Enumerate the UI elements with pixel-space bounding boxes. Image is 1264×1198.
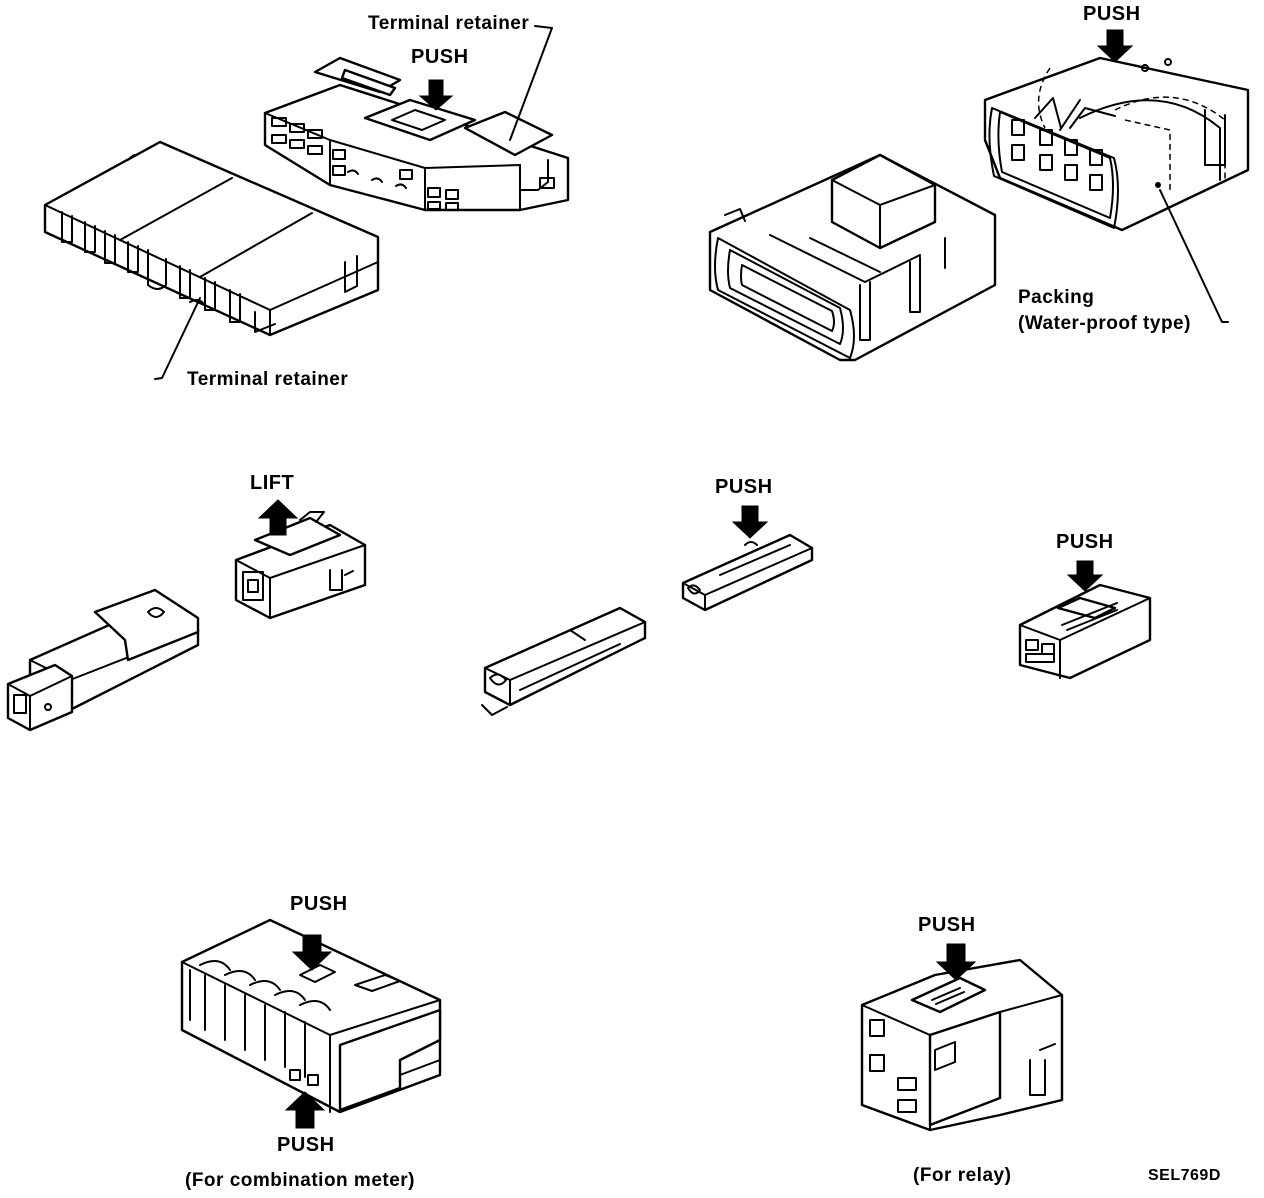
terminal-retainer-top-label: Terminal retainer xyxy=(368,13,530,34)
two-way-connector-drawing xyxy=(1018,583,1152,680)
lift-label: LIFT xyxy=(250,472,295,494)
figure-code: SEL769D xyxy=(1148,1167,1221,1184)
triple-block-connector-drawing xyxy=(263,56,570,212)
relay-connector-drawing xyxy=(860,958,1064,1132)
for-relay-caption: (For relay) xyxy=(913,1165,1012,1186)
combination-meter-connector-drawing xyxy=(180,918,442,1114)
terminal-retainer-bottom-leader xyxy=(154,297,201,380)
push-label-mid-right: PUSH xyxy=(1056,531,1114,553)
push-label-bottom-left-bottom: PUSH xyxy=(277,1134,335,1156)
push-arrow-bottom-left-bottom xyxy=(284,1091,326,1129)
lift-arrow xyxy=(257,499,299,536)
push-arrow-mid-right xyxy=(1066,560,1104,592)
for-combination-meter-caption: (For combination meter) xyxy=(185,1170,416,1191)
push-arrow-mid-center xyxy=(731,505,769,539)
push-label-top-left: PUSH xyxy=(411,46,469,68)
slim-female-connector-drawing xyxy=(681,533,814,612)
push-label-bottom-left-top: PUSH xyxy=(290,893,348,915)
slim-male-connector-drawing xyxy=(481,606,647,716)
push-label-top-right: PUSH xyxy=(1083,3,1141,25)
large-housing-connector-drawing xyxy=(708,153,997,362)
long-connector-drawing xyxy=(43,140,380,337)
push-arrow-bottom-left-top xyxy=(291,934,333,971)
small-female-lift-connector-drawing xyxy=(234,511,367,620)
terminal-retainer-top-leader xyxy=(509,25,553,141)
push-label-bottom-right: PUSH xyxy=(918,914,976,936)
small-male-connector-drawing xyxy=(6,588,200,732)
terminal-retainer-bottom-label: Terminal retainer xyxy=(187,369,349,390)
push-label-mid-center: PUSH xyxy=(715,476,773,498)
push-arrow-top-left xyxy=(418,79,454,111)
push-arrow-bottom-right xyxy=(935,943,977,981)
push-arrow-top-right xyxy=(1096,29,1134,63)
waterproof-receptacle-drawing xyxy=(983,56,1250,232)
packing-leader xyxy=(1159,189,1229,323)
water-proof-label: (Water-proof type) xyxy=(1018,313,1191,334)
packing-label: Packing xyxy=(1018,287,1095,308)
